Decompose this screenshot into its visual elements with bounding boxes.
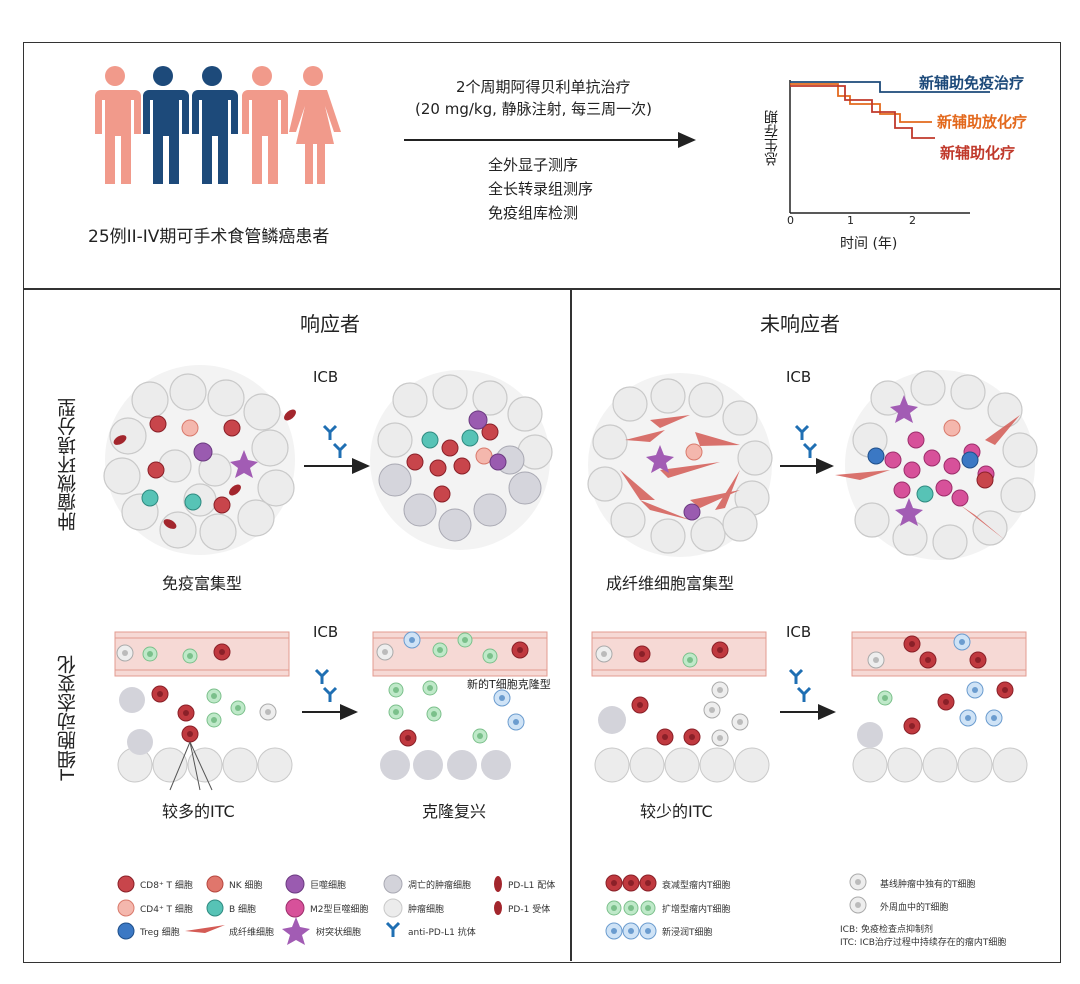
legend-macrophage: 巨噬细胞 [310, 881, 347, 891]
nonresponder-itc-label: 较少的ITC [640, 802, 713, 821]
assay3: 免疫组库检测 [488, 204, 579, 222]
legend-tumor: 肿瘤细胞 [408, 905, 445, 915]
vessel-nonresponder-icb [780, 668, 836, 720]
survival-tick-2: 2 [909, 214, 916, 227]
responder-icb-arrow [304, 424, 370, 474]
vessel-responder-before [114, 631, 293, 791]
vessel-responder-after [372, 631, 548, 780]
responder-icb-label: ICB [313, 368, 339, 386]
nonresponder-type-label: 成纤维细胞富集型 [606, 574, 735, 593]
legend-pd1: PD-1 受体 [508, 905, 551, 915]
legend-pdl1: PD-L1 配体 [508, 881, 556, 891]
bottom-panel [23, 288, 1061, 963]
treatment-line2: (20 mg/kg, 静脉注射, 每三周一次) [415, 100, 653, 118]
vessel-nonresponder-after [851, 631, 1028, 783]
survival-ylabel: 总生存期 [764, 110, 780, 166]
series-immuno: 新辅助免疫治疗 [919, 74, 1025, 92]
patients-icon [95, 66, 341, 184]
legend-treg: Treg 细胞 [140, 928, 180, 938]
side-label-tcell: T细胞动态变化 [57, 655, 79, 781]
legend-left-icons [117, 874, 502, 945]
series-chemorad: 新辅助放化疗 [937, 113, 1028, 131]
series-chemo: 新辅助化疗 [940, 144, 1016, 162]
legend-expanded: 扩增型瘤内T细胞 [662, 905, 731, 915]
nonresponder-icb-arrow [780, 424, 834, 474]
legend-cd4: CD4⁺ T 细胞 [140, 905, 193, 915]
legend-exhausted: 衰减型瘤内T细胞 [662, 881, 731, 891]
legend-fibroblast: 成纤维细胞 [229, 928, 275, 938]
responder-title: 响应者 [300, 312, 360, 336]
nonresponder-icb2-label: ICB [786, 623, 812, 641]
legend-antibody: anti-PD-L1 抗体 [408, 928, 476, 938]
panel-divider [570, 289, 572, 961]
side-label-tme: 肿瘤微环境分型 [57, 398, 79, 531]
nonresponder-tme-after [835, 370, 1038, 560]
responder-tme-before [103, 365, 296, 555]
revival-label: 克隆复兴 [422, 802, 487, 821]
vessel-nonresponder-before [591, 631, 770, 783]
nonresponder-tme-before [587, 373, 773, 557]
responder-itc-label: 较多的ITC [162, 802, 235, 821]
legend-dendritic: 树突状细胞 [316, 928, 362, 938]
survival-xlabel: 时间 (年) [840, 236, 898, 252]
survival-tick-1: 1 [847, 214, 854, 227]
new-clone-label: 新的T细胞克隆型 [467, 678, 551, 691]
vessel-responder-icb [302, 668, 358, 720]
treatment-line1: 2个周期阿得贝利单抗治疗 [456, 78, 631, 96]
legend-note-itc: ITC: ICB治疗过程中持续存在的瘤内T细胞 [840, 938, 1007, 948]
survival-chart [789, 80, 990, 214]
assay1: 全外显子测序 [488, 156, 579, 174]
patients-label: 25例II-IV期可手术食管鳞癌患者 [88, 227, 330, 247]
legend-m2: M2型巨噬细胞 [310, 905, 369, 915]
legend-nk: NK 细胞 [229, 881, 263, 891]
legend-right-icons [605, 873, 867, 940]
legend-apoptotic: 凋亡的肿瘤细胞 [408, 881, 472, 891]
responder-tme-after [370, 370, 553, 550]
responder-type-label: 免疫富集型 [162, 574, 243, 593]
legend-cd8: CD8⁺ T 细胞 [140, 881, 193, 891]
assay2: 全长转录组测序 [488, 180, 594, 198]
survival-tick-0: 0 [787, 214, 794, 227]
legend-new-infiltrating: 新浸润T细胞 [662, 928, 713, 938]
legend-peripheral: 外周血中的T细胞 [880, 903, 949, 913]
nonresponder-title: 未响应者 [760, 312, 840, 336]
legend-baseline-unique: 基线肿瘤中独有的T细胞 [880, 880, 976, 890]
responder-icb2-label: ICB [313, 623, 339, 641]
top-panel [23, 42, 1061, 290]
legend-b: B 细胞 [229, 905, 257, 915]
nonresponder-icb-label: ICB [786, 368, 812, 386]
legend-note-icb: ICB: 免疫检查点抑制剂 [840, 925, 934, 935]
